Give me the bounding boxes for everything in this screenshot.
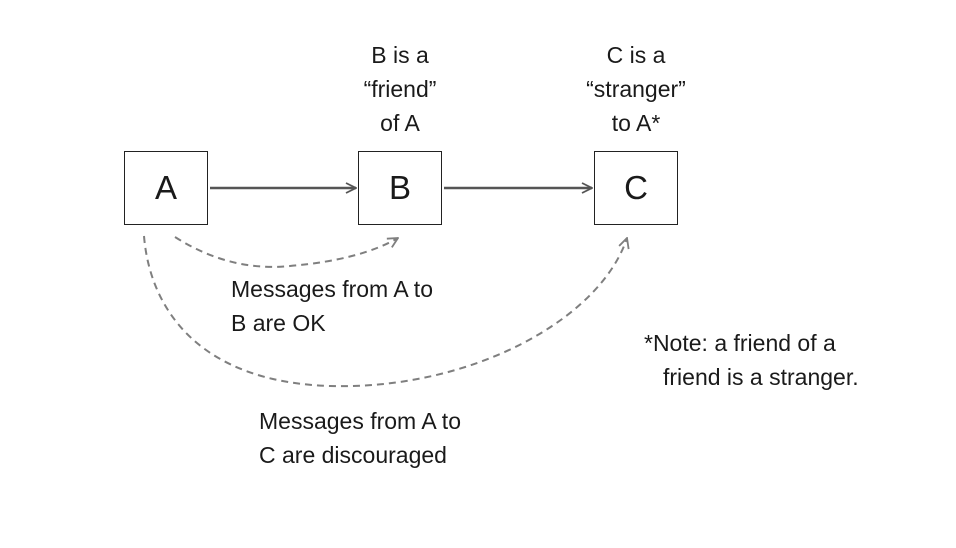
footnote-line-2: friend is a stranger.	[663, 364, 859, 390]
label-b-line-3: of A	[380, 110, 420, 136]
footnote-line-1: *Note: a friend of a	[644, 330, 836, 356]
caption-ok-line-1: Messages from A to	[231, 276, 433, 302]
label-b-line-2: “friend”	[363, 76, 437, 102]
label-c-stranger: C is a “stranger” to A*	[566, 38, 706, 140]
label-c-line-2: “stranger”	[586, 76, 686, 102]
node-b-label: B	[388, 169, 411, 206]
dashed-edge-a-to-b	[174, 236, 398, 268]
caption-discouraged-line-1: Messages from A to	[259, 408, 461, 434]
label-c-line-1: C is a	[606, 42, 666, 68]
node-c: C	[594, 151, 678, 225]
caption-messages-discouraged: Messages from A to C are discouraged	[259, 404, 461, 472]
label-b-line-1: B is a	[371, 42, 429, 68]
footnote: *Note: a friend of a friend is a strange…	[644, 326, 859, 394]
node-a: A	[124, 151, 208, 225]
caption-messages-ok: Messages from A to B are OK	[231, 272, 433, 340]
caption-discouraged-line-2: C are discouraged	[259, 442, 447, 468]
dashed-edge-a-to-c	[143, 235, 627, 388]
caption-ok-line-2: B are OK	[231, 310, 326, 336]
label-b-friend: B is a “friend” of A	[330, 38, 470, 140]
label-c-line-3: to A*	[611, 110, 661, 136]
node-c-label: C	[624, 169, 648, 206]
node-b: B	[358, 151, 442, 225]
node-a-label: A	[154, 169, 177, 206]
